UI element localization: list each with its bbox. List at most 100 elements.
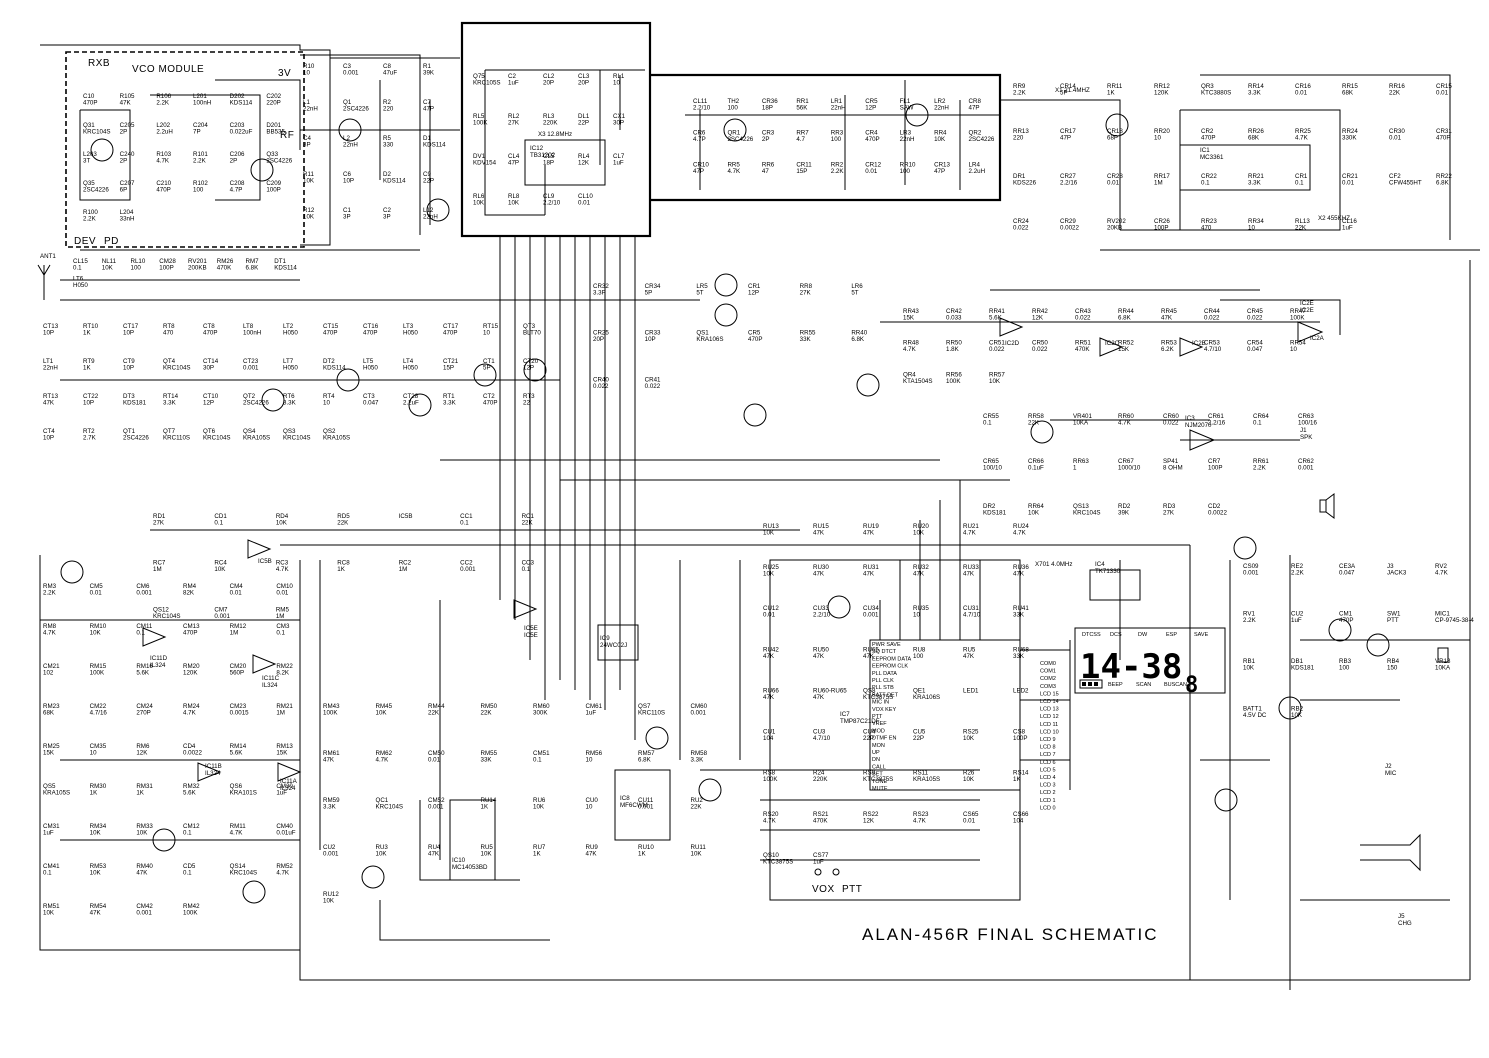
component-value: 0.022 xyxy=(1075,315,1091,322)
lcd-pin-label: COM3 xyxy=(1040,684,1056,690)
lcd-top-label: DTCSS xyxy=(1082,632,1101,638)
component-value: 10K xyxy=(763,530,775,537)
component-value: 0.01 xyxy=(763,612,776,619)
component-value: 1uF xyxy=(1342,225,1353,232)
lcd-small-digit: 8 xyxy=(1185,673,1198,698)
ptt-label: PTT xyxy=(842,884,862,895)
component-value: 20KB xyxy=(1107,225,1122,232)
component-value: 100K xyxy=(763,776,778,783)
component-value: 4.7K xyxy=(903,346,917,353)
component-value: 2.2/16 xyxy=(1208,420,1226,427)
component-value: 47K xyxy=(813,653,825,660)
ic1-if xyxy=(1179,144,1311,191)
component-value: KRC104S xyxy=(1073,510,1101,517)
ic-ref-label: IC5E xyxy=(524,625,538,632)
component-value: 1M xyxy=(399,566,408,573)
ic-ref-label: IC10 xyxy=(452,857,466,864)
component-value: 10 xyxy=(90,750,97,757)
ic-part-label: IC2E xyxy=(1300,307,1314,314)
component-value: 220K xyxy=(543,120,558,127)
ic-part-label: TB31202 xyxy=(530,152,556,159)
component-value: 10K xyxy=(90,870,102,877)
ic10-switch xyxy=(449,799,496,881)
ic-part-label: MC14053BD xyxy=(452,864,488,871)
component-value: 20P xyxy=(578,80,589,87)
component-value: 2.2K xyxy=(831,168,845,175)
component-value: 2.2/10 xyxy=(813,612,831,619)
component-value: 39K xyxy=(423,70,435,77)
component-value: 0.01uF xyxy=(276,830,295,837)
component-value: 100nH xyxy=(243,330,261,337)
component-value: 56K xyxy=(796,105,808,112)
lcd-pin-label: COM2 xyxy=(1040,676,1056,682)
component-value: 47 xyxy=(762,168,769,175)
component-value: 12P xyxy=(748,290,759,297)
component-value: 1K xyxy=(481,804,489,811)
mcu-pin-label: PTT xyxy=(872,714,883,720)
component-value: 4.7K xyxy=(43,630,57,637)
component-value: 10K xyxy=(376,710,388,717)
component-value: 1uF xyxy=(613,160,624,167)
mcu-pin-label: MOD xyxy=(872,728,885,734)
component-value: 47K xyxy=(813,530,825,537)
component-value: 10K xyxy=(323,898,335,905)
component-value: 2.2K xyxy=(1013,90,1027,97)
component-value: 2SC4226 xyxy=(83,187,109,194)
mcu-pin-label: PLL DATA xyxy=(872,671,897,677)
component-value: 0.0022 xyxy=(183,750,202,757)
speaker-icon xyxy=(1319,493,1335,519)
ic-ref-label: IC11B xyxy=(205,763,222,770)
component-value: 0.001 xyxy=(691,710,707,717)
component-value: 10K xyxy=(376,851,388,858)
component-value: KRA106S xyxy=(913,694,940,701)
component-value: 10K xyxy=(43,910,55,917)
component-value: 0.1 xyxy=(183,830,192,837)
component-value: BLT70 xyxy=(523,330,541,337)
ic-ref-label: IC2E xyxy=(1300,300,1314,307)
